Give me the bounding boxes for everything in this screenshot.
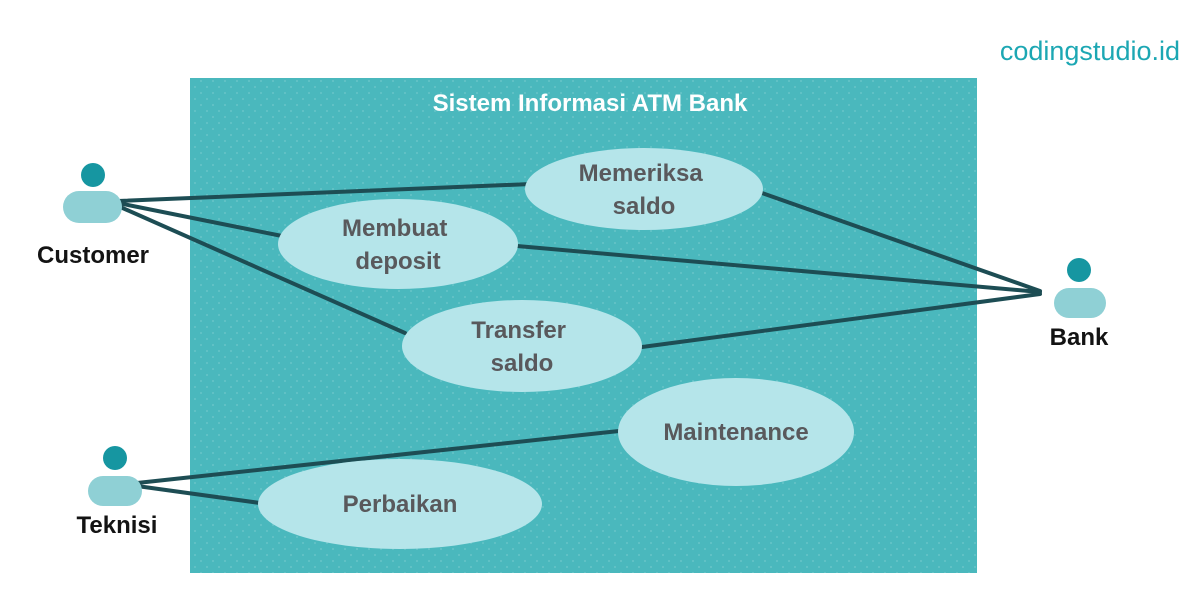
- membuat-deposit-ellipse: [278, 199, 518, 289]
- use-case-membuat-deposit: Membuat deposit: [278, 199, 518, 289]
- maintenance-label: Maintenance: [663, 419, 808, 446]
- membuat-deposit-label: Membuat deposit: [342, 215, 454, 275]
- transfer-saldo-label: Transfer saldo: [471, 317, 572, 377]
- teknisi-head-icon: [103, 446, 127, 470]
- customer-body-icon: [63, 191, 122, 223]
- membuat-deposit-line2: deposit: [355, 248, 440, 275]
- actor-customer: Customer: [37, 163, 149, 269]
- use-case-maintenance: Maintenance: [618, 378, 854, 486]
- use-case-perbaikan: Perbaikan: [258, 459, 542, 549]
- association-teknisi-maintenance: [135, 429, 621, 485]
- actor-bank: Bank: [1050, 258, 1109, 351]
- memeriksa-saldo-line1: Memeriksa: [579, 160, 704, 187]
- bank-body-icon: [1054, 288, 1106, 318]
- watermark-brand-text: codingstudio.id: [1000, 36, 1180, 66]
- customer-label: Customer: [37, 242, 149, 269]
- transfer-saldo-ellipse: [402, 300, 642, 392]
- maintenance-ellipse: [618, 378, 854, 486]
- transfer-saldo-line1: Transfer: [471, 317, 566, 344]
- perbaikan-label: Perbaikan: [343, 491, 458, 518]
- association-customer-transfer-saldo: [116, 204, 407, 335]
- association-teknisi-perbaikan: [135, 484, 262, 505]
- association-memeriksa-saldo-bank: [760, 191, 1042, 293]
- teknisi-body-icon: [88, 476, 142, 506]
- association-customer-membuat-deposit: [116, 201, 284, 238]
- association-membuat-deposit-bank: [515, 244, 1042, 294]
- teknisi-label: Teknisi: [77, 512, 158, 539]
- transfer-saldo-line2: saldo: [491, 350, 554, 377]
- use-case-memeriksa-saldo: Memeriksa saldo: [525, 148, 763, 230]
- bank-label: Bank: [1050, 324, 1109, 351]
- use-case-transfer-saldo: Transfer saldo: [402, 300, 642, 392]
- customer-head-icon: [81, 163, 105, 187]
- perbaikan-ellipse: [258, 459, 542, 549]
- bank-head-icon: [1067, 258, 1091, 282]
- memeriksa-saldo-ellipse: [525, 148, 763, 230]
- membuat-deposit-line1: Membuat: [342, 215, 447, 242]
- memeriksa-saldo-line2: saldo: [613, 193, 676, 220]
- association-transfer-saldo-bank: [640, 292, 1042, 349]
- association-customer-memeriksa-saldo: [116, 182, 533, 203]
- system-title: Sistem Informasi ATM Bank: [433, 90, 748, 117]
- memeriksa-saldo-label: Memeriksa saldo: [579, 160, 710, 220]
- actor-teknisi: Teknisi: [77, 446, 158, 539]
